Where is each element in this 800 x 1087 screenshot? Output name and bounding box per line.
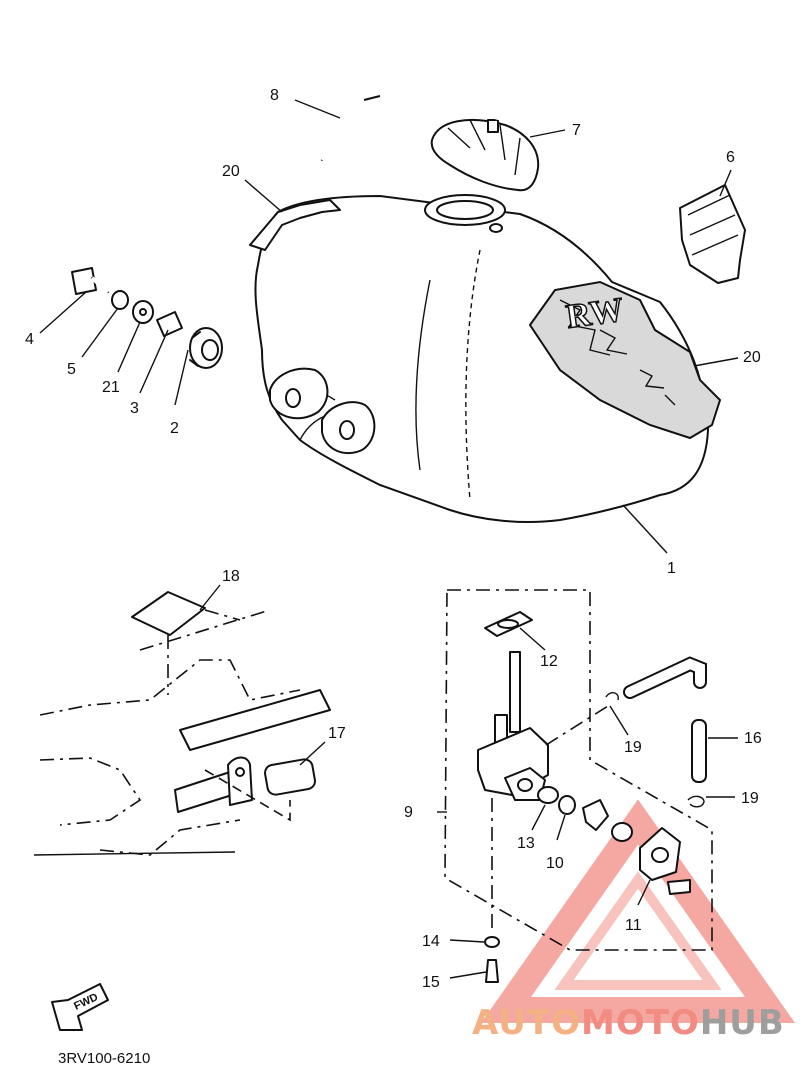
callout-8: 8	[270, 87, 279, 104]
callout-18: 18	[222, 568, 240, 585]
callout-6: 6	[726, 149, 735, 166]
callout-1: 1	[667, 560, 676, 577]
fuel-cap	[430, 119, 540, 192]
fwd-arrow: FWD	[51, 983, 109, 1031]
callout-15: 15	[422, 974, 440, 991]
watermark-part1: AUTO	[472, 1003, 581, 1043]
callout-3: 3	[130, 400, 139, 417]
watermark-part3: HUB	[700, 1003, 785, 1043]
watermark-logo	[480, 799, 796, 1023]
callout-13: 13	[517, 835, 535, 852]
callout-9: 9	[404, 804, 413, 821]
svg-text:AUTOMOTOHUB: AUTOMOTOHUB	[472, 1003, 785, 1043]
callout-5: 5	[67, 361, 76, 378]
watermark-text: AUTOMOTOHUB	[472, 1003, 785, 1043]
fuel-cock-assembly	[444, 589, 713, 983]
watermark-part2: MOTO	[581, 1003, 700, 1043]
part-code: 3RV100-6210	[58, 1050, 150, 1067]
callout-17: 17	[328, 725, 346, 742]
callout-16: 16	[744, 730, 762, 747]
callout-7: 7	[572, 122, 581, 139]
callout-20a: 20	[222, 163, 240, 180]
bolt-assembly	[71, 267, 223, 369]
leader-lines	[39, 99, 739, 979]
frame-section	[33, 591, 331, 856]
callout-20b: 20	[743, 349, 761, 366]
callout-21: 21	[102, 379, 120, 396]
emblem-plate	[679, 184, 746, 284]
callout-4: 4	[25, 331, 34, 348]
breather-hose	[318, 39, 507, 163]
callout-12: 12	[540, 653, 558, 670]
callout-11: 11	[625, 917, 642, 934]
callout-19b: 19	[741, 790, 759, 807]
decal-left	[249, 199, 341, 251]
svg-text:RW: RW	[564, 291, 626, 336]
callout-19a: 19	[624, 739, 642, 756]
callouts: 1 2 3 4 5 6 7 8 9 10 11 12 13 14 15 16 1…	[25, 87, 762, 991]
fuel-tank	[254, 194, 709, 523]
fuel-hose	[545, 656, 707, 808]
callout-2: 2	[170, 420, 179, 437]
callout-10: 10	[546, 855, 564, 872]
callout-14: 14	[422, 933, 440, 950]
decal-right: RW	[528, 280, 722, 440]
